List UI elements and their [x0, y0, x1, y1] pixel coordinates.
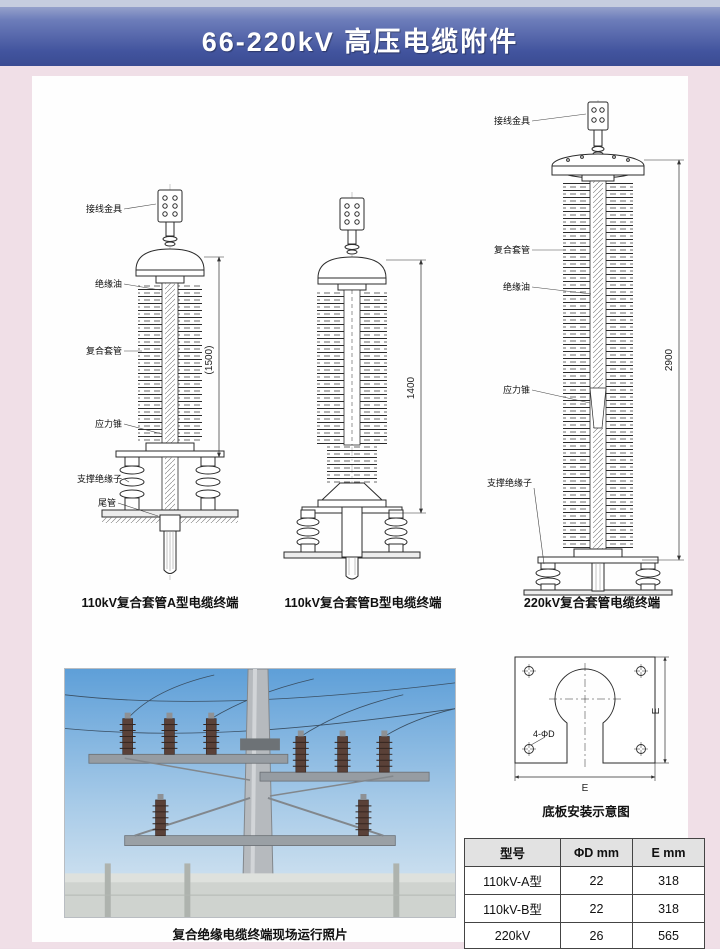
cell-model: 110kV-B型: [464, 894, 561, 923]
table-row: 110kV-A型 22 318: [464, 866, 705, 895]
site-photo: [64, 668, 456, 918]
dim-e-right: [655, 656, 669, 764]
diagram-220kv: 2900 接线金具 复合套管 绝缘油 应力锥 支撑绝缘子: [478, 98, 706, 596]
dimension-1500: [200, 256, 224, 458]
composite-bushing-sheds: [563, 180, 633, 550]
caption-base-plate: 底板安装示意图: [542, 805, 630, 819]
label-composite-bushing: 复合套管: [494, 244, 530, 255]
col-header-e: E mm: [632, 838, 705, 867]
label-support-insulator: 支撑绝缘子: [487, 477, 532, 488]
connection-fitting: [157, 189, 183, 247]
flange: [537, 548, 659, 564]
diagram-110kv-a: (1500) 接线金具 绝缘油 复合套管 应力锥 支撑绝缘子 尾管: [52, 92, 267, 587]
dimension-c-text: 2900: [664, 348, 675, 371]
dimension-1400: [386, 259, 426, 514]
label-insulating-oil: 绝缘油: [503, 281, 530, 292]
corner-holes: [522, 664, 648, 756]
banner-top-strip: [0, 0, 720, 7]
connection-fitting: [339, 197, 365, 255]
dimension-2900: [642, 159, 684, 561]
cell-e: 318: [632, 866, 705, 895]
composite-bushing-sheds: [138, 282, 202, 444]
label-tail-pipe: 尾管: [98, 497, 116, 508]
table-header-row: 型号 ΦD mm E mm: [464, 838, 705, 867]
cell-model: 220kV: [464, 922, 561, 949]
col-header-model: 型号: [464, 838, 561, 867]
support-insulator-left: [119, 456, 145, 511]
col-header-phid: ΦD mm: [560, 838, 633, 867]
table-row: 220kV 26 565: [464, 922, 705, 949]
cell-phid: 26: [560, 922, 633, 949]
support-insulator-right: [384, 509, 408, 553]
plate-outline: [514, 656, 656, 764]
cell-phid: 22: [560, 866, 633, 895]
page-title: 66-220kV 高压电缆附件: [201, 27, 519, 57]
header-banner: 66-220kV 高压电缆附件: [0, 0, 720, 66]
base-plate-diagram: 4-ΦD E E: [497, 645, 675, 797]
caption-site-photo: 复合绝缘电缆终端现场运行照片: [172, 928, 348, 942]
caption-110kv-b: 110kV复合套管B型电缆终端: [284, 596, 442, 610]
dim-e-right-text: E: [651, 707, 662, 714]
cell-e: 565: [632, 922, 705, 949]
top-dome: [317, 256, 387, 291]
dimension-a-text: (1500): [204, 346, 215, 375]
label-connection-fitting: 接线金具: [86, 203, 122, 214]
spec-table: 型号 ΦD mm E mm 110kV-A型 22 318 110kV-B型 2…: [464, 838, 705, 949]
cell-phid: 22: [560, 894, 633, 923]
top-dome: [135, 248, 205, 284]
support-insulator-left: [535, 562, 561, 591]
caption-110kv-a: 110kV复合套管A型电缆终端: [81, 596, 239, 610]
label-stress-cone: 应力锥: [503, 384, 530, 395]
support-insulator-left: [296, 509, 320, 553]
support-insulator-right: [635, 562, 661, 591]
support-insulator-right: [195, 456, 221, 511]
tail-pipe-and-cable: [341, 506, 363, 580]
label-connection-fitting: 接线金具: [494, 115, 530, 126]
label-stress-cone: 应力锥: [95, 418, 122, 429]
foreground-structures: [65, 863, 455, 917]
connection-fitting: [587, 101, 609, 157]
hole-count-label: 4-ΦD: [533, 729, 555, 739]
table-row: 110kV-B型 22 318: [464, 894, 705, 923]
dim-e-bottom-text: E: [582, 783, 589, 794]
caption-220kv: 220kV复合套管电缆终端: [523, 596, 661, 610]
tail-pipe-and-cable: [159, 514, 181, 574]
cell-e: 318: [632, 894, 705, 923]
label-composite-bushing: 复合套管: [86, 345, 122, 356]
label-support-insulator: 支撑绝缘子: [77, 473, 122, 484]
dimension-b-text: 1400: [406, 376, 417, 399]
label-insulating-oil: 绝缘油: [95, 278, 122, 289]
cable-stub: [591, 562, 605, 592]
top-tank: [551, 153, 645, 182]
composite-bushing-sheds: [317, 289, 387, 483]
center-crosshair: [549, 663, 621, 767]
diagram-110kv-b: 1400: [272, 92, 457, 587]
dim-e-bottom: [514, 763, 656, 781]
cell-model: 110kV-A型: [464, 866, 561, 895]
